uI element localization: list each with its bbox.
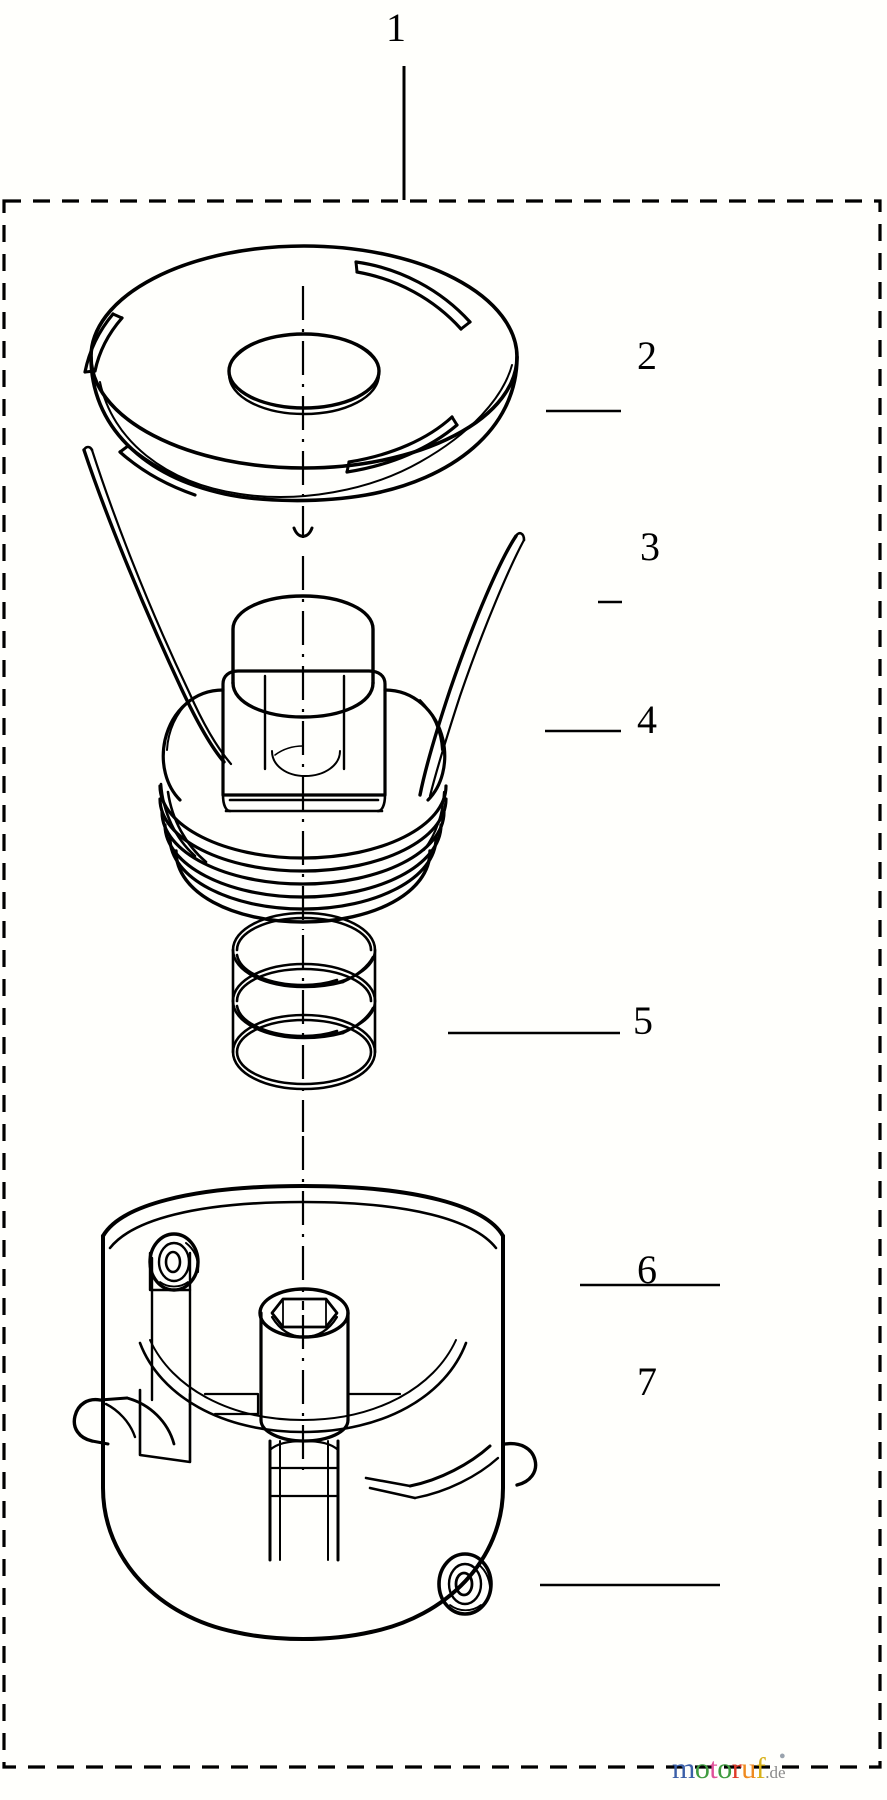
watermark-letter-o1: o [694, 1752, 710, 1785]
watermark-letter-u: u [741, 1752, 756, 1785]
part-line-spool [158, 594, 448, 924]
part-compression-spring [231, 911, 377, 1091]
callout-leader-lines [448, 409, 720, 1587]
callout-label-4: 4 [637, 697, 657, 742]
watermark-letter-f: f [755, 1752, 766, 1785]
part-line-eyelet-grommet [148, 1232, 493, 1616]
part-spool-cover-cap [83, 244, 519, 538]
watermark-letter-r: r [731, 1752, 742, 1785]
watermark-tld: .de [765, 1763, 786, 1782]
motoruf-watermark: motoruf.de● [672, 1750, 786, 1786]
callout-label-3: 3 [640, 524, 660, 569]
callout-label-6: 6 [637, 1247, 657, 1292]
callout-label-1: 1 [386, 5, 406, 50]
watermark-letter-t: t [709, 1752, 718, 1785]
watermark-letter-m: m [672, 1752, 695, 1785]
watermark-letter-o2: o [717, 1752, 732, 1785]
part-head-housing [72, 1184, 538, 1641]
callout-label-7: 7 [637, 1359, 657, 1404]
callout-label-5: 5 [633, 998, 653, 1043]
part-trimmer-line [82, 445, 526, 798]
callout-label-2: 2 [637, 333, 657, 378]
assembly-dashed-box [2, 199, 882, 1769]
watermark-dot-icon: ● [779, 1750, 786, 1762]
